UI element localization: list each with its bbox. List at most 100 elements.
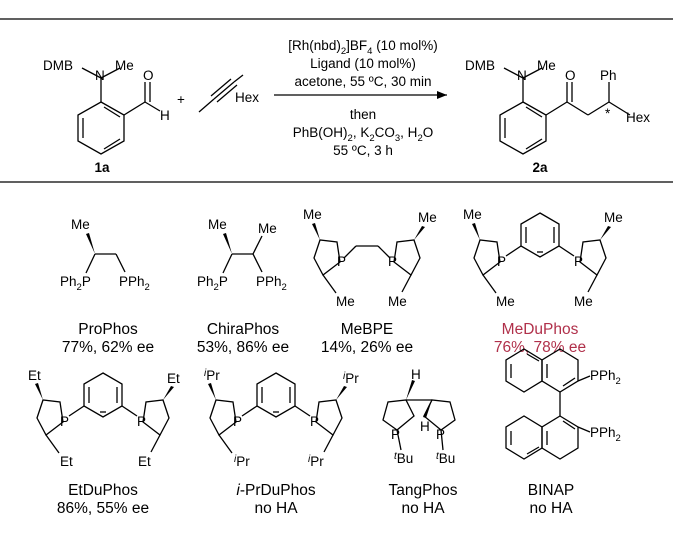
reaction-conditions: [Rh(nbd)2]BF4 (10 mol%) Ligand (10 mol%)… <box>274 38 447 158</box>
ligand-name: MeDuPhos <box>502 321 579 338</box>
mebpe-p-1: P <box>337 254 346 269</box>
wedge-bond <box>312 223 320 240</box>
ligand-result: no HA <box>529 500 573 517</box>
substrate-1a: DMB N Me O H 1a <box>43 58 170 175</box>
ligand-prophos: Me Ph2P PPh2 ProPhos 77%, 62% ee <box>60 217 154 356</box>
sm1-dmb: DMB <box>43 58 73 73</box>
ligand-tangphos: H H P P tBu tBu TangPhos no HA <box>382 367 458 517</box>
iprduphos-ipr-3: iPr <box>234 454 250 469</box>
wedge-bond <box>336 386 347 400</box>
prophos-me: Me <box>71 217 90 232</box>
ligand-name: MeBPE <box>341 321 394 338</box>
meduphos-me-1: Me <box>463 207 482 222</box>
wedge-bond <box>35 383 43 400</box>
wedge-bond <box>223 233 232 254</box>
ligand-chiraphos: Me Me Ph2P PPh2 ChiraPhos 53%, 86% ee <box>197 217 289 356</box>
wedge-bond <box>423 400 432 418</box>
tangphos-tbu-1: tBu <box>394 451 413 466</box>
wedge-bond <box>406 380 415 400</box>
cond-line-6: 55 ºC, 3 h <box>333 143 393 158</box>
prod-dmb: DMB <box>465 58 495 73</box>
tangphos-p-1: P <box>391 427 400 442</box>
ligand-meduphos: Me Me Me Me P P MeDuPhos 76%, 78% ee <box>463 207 623 356</box>
ligand-name: BINAP <box>528 482 575 499</box>
prod-o: O <box>565 68 576 83</box>
cond-line-1: [Rh(nbd)2]BF4 (10 mol%) <box>288 38 437 57</box>
alkyne-hex: Hex <box>235 90 259 105</box>
ligand-name: TangPhos <box>389 482 458 499</box>
iprduphos-ipr-1: iPr <box>204 368 220 383</box>
meduphos-me-4: Me <box>574 294 593 309</box>
tangphos-tbu-2: tBu <box>436 451 455 466</box>
cond-line-4: then <box>350 107 376 122</box>
chiraphos-ph2p: Ph2P <box>197 274 228 293</box>
tangphos-h-2: H <box>420 419 430 434</box>
prod-me: Me <box>537 58 556 73</box>
wedge-bond <box>600 226 611 240</box>
mebpe-me-2: Me <box>418 210 437 225</box>
mebpe-me-1: Me <box>303 207 322 222</box>
sm1-h: H <box>160 108 170 123</box>
etduphos-p-1: P <box>60 414 69 429</box>
reaction-arrowhead <box>437 91 447 99</box>
ligand-result: 86%, 55% ee <box>57 500 149 517</box>
iprduphos-p-2: P <box>310 414 319 429</box>
chiraphos-me-2: Me <box>258 221 277 236</box>
etduphos-et-1: Et <box>28 368 41 383</box>
prophos-ph2p: Ph2P <box>60 274 91 293</box>
ligand-result: no HA <box>401 500 445 517</box>
wedge-bond <box>208 383 216 400</box>
chiraphos-me-1: Me <box>208 217 227 232</box>
ligand-iprduphos: iPr iPr iPr iPr P P i-PrDuPhos no HA <box>204 368 359 517</box>
prophos-pph2: PPh2 <box>119 274 150 293</box>
ligand-result: 53%, 86% ee <box>197 339 289 356</box>
iprduphos-ipr-4: iPr <box>308 454 324 469</box>
binap-pph2-2: PPh2 <box>590 425 621 444</box>
ligand-result: 76%, 78% ee <box>494 339 586 356</box>
ligand-name: i-PrDuPhos <box>236 482 316 499</box>
mebpe-p-2: P <box>388 254 397 269</box>
ligand-result: no HA <box>254 500 298 517</box>
mebpe-me-4: Me <box>388 294 407 309</box>
tangphos-p-2: P <box>436 427 445 442</box>
ligand-etduphos: Et Et Et Et P P EtDuPhos 86%, 55% ee <box>28 368 180 517</box>
ligand-mebpe: Me Me Me Me P P MeBPE 14%, 26% ee <box>303 207 437 356</box>
meduphos-me-2: Me <box>604 210 623 225</box>
prod-n: N <box>517 68 527 83</box>
alkyne-1-octyne: Hex <box>198 74 259 113</box>
mebpe-me-3: Me <box>336 294 355 309</box>
iprduphos-p-1: P <box>233 414 242 429</box>
etduphos-p-2: P <box>137 414 146 429</box>
plus-sign: + <box>177 92 185 107</box>
wedge-bond <box>414 226 425 240</box>
meduphos-p-2: P <box>574 254 583 269</box>
sm1-o: O <box>143 68 154 83</box>
sm1-me: Me <box>115 58 134 73</box>
product-2a: DMB N Me O Ph Hex * 2a <box>465 58 650 175</box>
prod-hex: Hex <box>626 110 650 125</box>
label-2a: 2a <box>532 160 548 175</box>
ligand-name: ProPhos <box>78 321 138 338</box>
ligand-result: 14%, 26% ee <box>321 339 413 356</box>
ligand-result: 77%, 62% ee <box>62 339 154 356</box>
cond-line-5: PhB(OH)2, K2CO3, H2O <box>293 125 434 144</box>
wedge-bond <box>163 386 174 400</box>
ligand-name: ChiraPhos <box>207 321 280 338</box>
prod-stereo-star: * <box>605 106 611 121</box>
tangphos-h-1: H <box>411 367 421 382</box>
wedge-bond <box>472 223 480 240</box>
etduphos-et-2: Et <box>167 371 180 386</box>
etduphos-et-4: Et <box>138 454 151 469</box>
meduphos-p-1: P <box>497 254 506 269</box>
iprduphos-ipr-2: iPr <box>343 371 359 386</box>
prod-ph: Ph <box>600 68 617 83</box>
etduphos-et-3: Et <box>60 454 73 469</box>
sm1-n: N <box>95 68 105 83</box>
ligand-binap: PPh2 PPh2 BINAP no HA <box>505 348 621 517</box>
binap-pph2-1: PPh2 <box>590 368 621 387</box>
chiraphos-pph2: PPh2 <box>256 274 287 293</box>
wedge-bond <box>86 233 95 254</box>
cond-line-3: acetone, 55 ºC, 30 min <box>294 74 431 89</box>
ligand-name: EtDuPhos <box>68 482 138 499</box>
